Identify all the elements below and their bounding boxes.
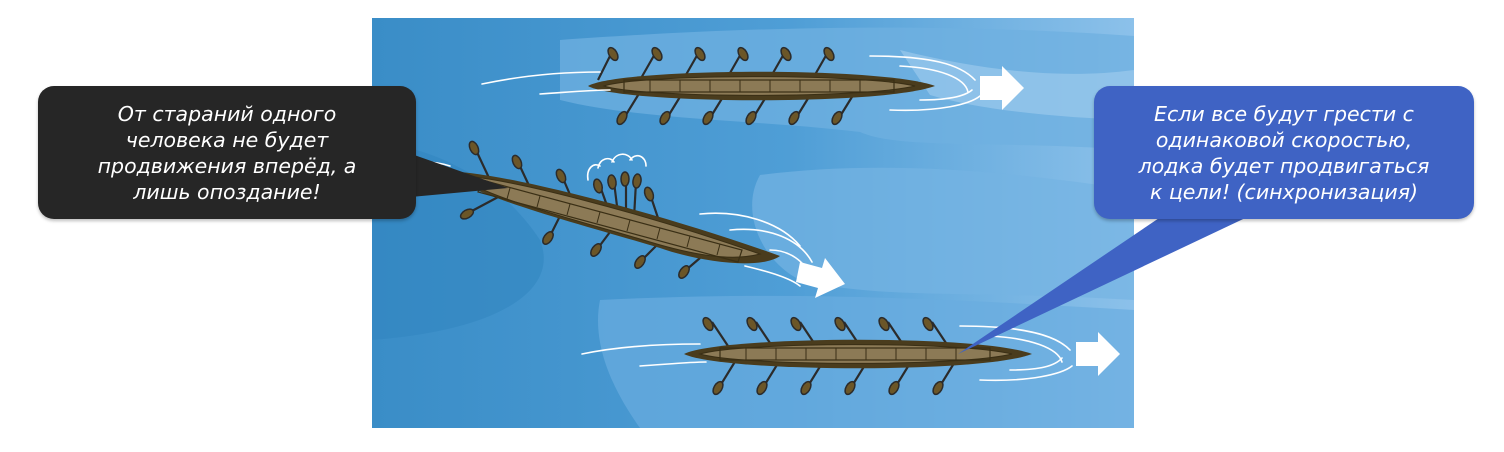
callout-left-tail [400, 150, 508, 198]
white-arrow-icon [1076, 332, 1120, 376]
boat-middle [423, 140, 845, 298]
callout-right: Если все будут грести с одинаковой скоро… [1094, 86, 1474, 219]
oar-blades-top-upper [607, 46, 835, 62]
oar-blades-middle-upper [468, 140, 655, 202]
oar-blades-bottom-upper [702, 316, 934, 332]
white-arrow-icon [980, 66, 1024, 110]
oar-blades-middle-lower [459, 208, 690, 279]
boat-bottom [581, 316, 1120, 396]
callout-right-text: Если все будут грести с одинаковой скоро… [1138, 101, 1430, 204]
oar-blades-bottom-lower [712, 380, 944, 396]
white-arrow-icon [796, 258, 845, 298]
oar-blades-top-lower [616, 110, 843, 126]
boat-top [481, 46, 1024, 126]
callout-right-tail [958, 212, 1258, 354]
wake-lines-top [481, 55, 981, 112]
callout-left-text: От стараний одного человека не будет про… [97, 101, 357, 204]
splash-lines-icon [586, 153, 647, 181]
wake-lines-bottom [581, 325, 1073, 382]
callout-left: От стараний одного человека не будет про… [38, 86, 416, 219]
